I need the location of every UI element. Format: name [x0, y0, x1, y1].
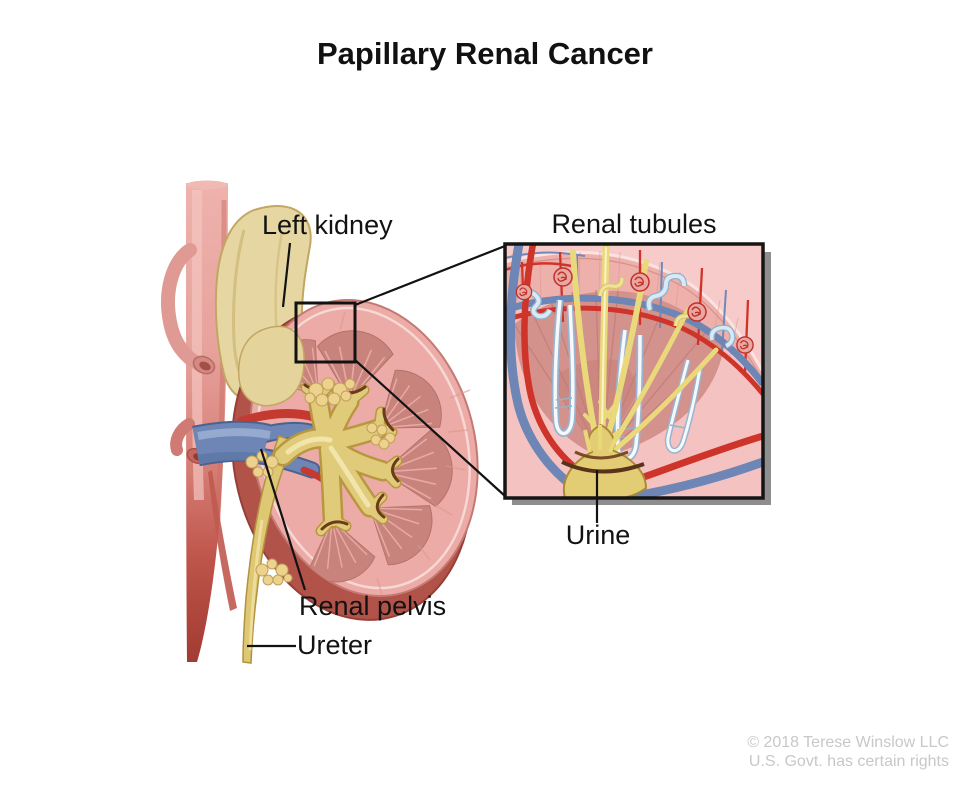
- label-ureter: Ureter: [297, 630, 373, 660]
- renal-tubules-illustration: [505, 244, 763, 498]
- label-leader-lines: [247, 242, 307, 648]
- inset-border: [503, 242, 765, 500]
- label-renal-pelvis: Renal pelvis: [299, 591, 447, 621]
- credit-line-1: © 2018 Terese Winslow LLC: [747, 734, 949, 751]
- renal-artery: [237, 409, 319, 426]
- left-kidney-leader: [281, 242, 292, 308]
- zoom-square: [294, 301, 357, 364]
- page-title: Papillary Renal Cancer: [317, 36, 653, 71]
- label-renal-tubules: Renal tubules: [551, 209, 717, 239]
- adrenal-front-lobe: [237, 325, 305, 407]
- label-left-kidney: Left kidney: [262, 210, 393, 240]
- tumor-nodules: [245, 377, 396, 586]
- copyright-credit: © 2018 Terese Winslow LLC U.S. Govt. has…: [747, 733, 949, 771]
- convoluted-tubules: [517, 272, 736, 349]
- cortex-striations: [339, 311, 471, 596]
- connector-lines: [354, 244, 506, 497]
- left-kidney-illustration: [214, 205, 479, 621]
- thin-vessel-wisp: [208, 470, 237, 611]
- renal-tubules-inset: [503, 242, 771, 523]
- renal-pelvis-leader: [259, 448, 307, 591]
- credit-line-2: U.S. Govt. has certain rights: [748, 753, 949, 770]
- label-urine: Urine: [565, 520, 631, 550]
- papilla-urine-exit: [561, 423, 648, 498]
